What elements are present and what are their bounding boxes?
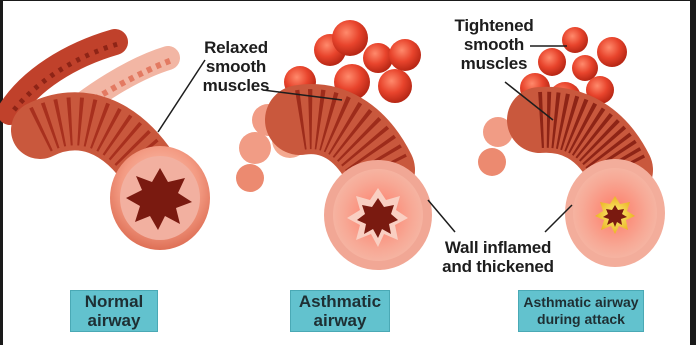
normal-airway (10, 42, 210, 250)
leader-wall-asthmatic (428, 200, 455, 232)
bud (478, 148, 506, 176)
label-line: Tightened (448, 16, 540, 35)
label-wall-inflamed-thickened: Wall inflamed and thickened (432, 238, 564, 276)
caption-attack-airway: Asthmatic airway during attack (518, 290, 644, 332)
label-relaxed-smooth-muscles: Relaxed smooth muscles (192, 38, 280, 95)
caption-asthmatic-airway: Asthmatic airway (290, 290, 390, 332)
bud (389, 39, 421, 71)
caption-line: Asthmatic airway (523, 294, 638, 311)
bud (597, 37, 627, 67)
bud (562, 27, 588, 53)
caption-line: airway (314, 311, 367, 330)
bud (332, 20, 368, 56)
caption-line: during attack (537, 311, 625, 328)
caption-normal-airway: Normal airway (70, 290, 158, 332)
label-line: and thickened (432, 257, 564, 276)
label-line: Wall inflamed (432, 238, 564, 257)
bud (239, 132, 271, 164)
label-line: Relaxed (192, 38, 280, 57)
caption-line: Asthmatic (299, 292, 381, 311)
label-line: muscles (448, 54, 540, 73)
label-line: muscles (192, 76, 280, 95)
bud (378, 69, 412, 103)
bud (236, 164, 264, 192)
bud (538, 48, 566, 76)
label-line: smooth (448, 35, 540, 54)
bud (363, 43, 393, 73)
label-tightened-smooth-muscles: Tightened smooth muscles (448, 16, 540, 73)
caption-line: Normal (85, 292, 144, 311)
caption-line: airway (88, 311, 141, 330)
label-line: smooth (192, 57, 280, 76)
bud (572, 55, 598, 81)
